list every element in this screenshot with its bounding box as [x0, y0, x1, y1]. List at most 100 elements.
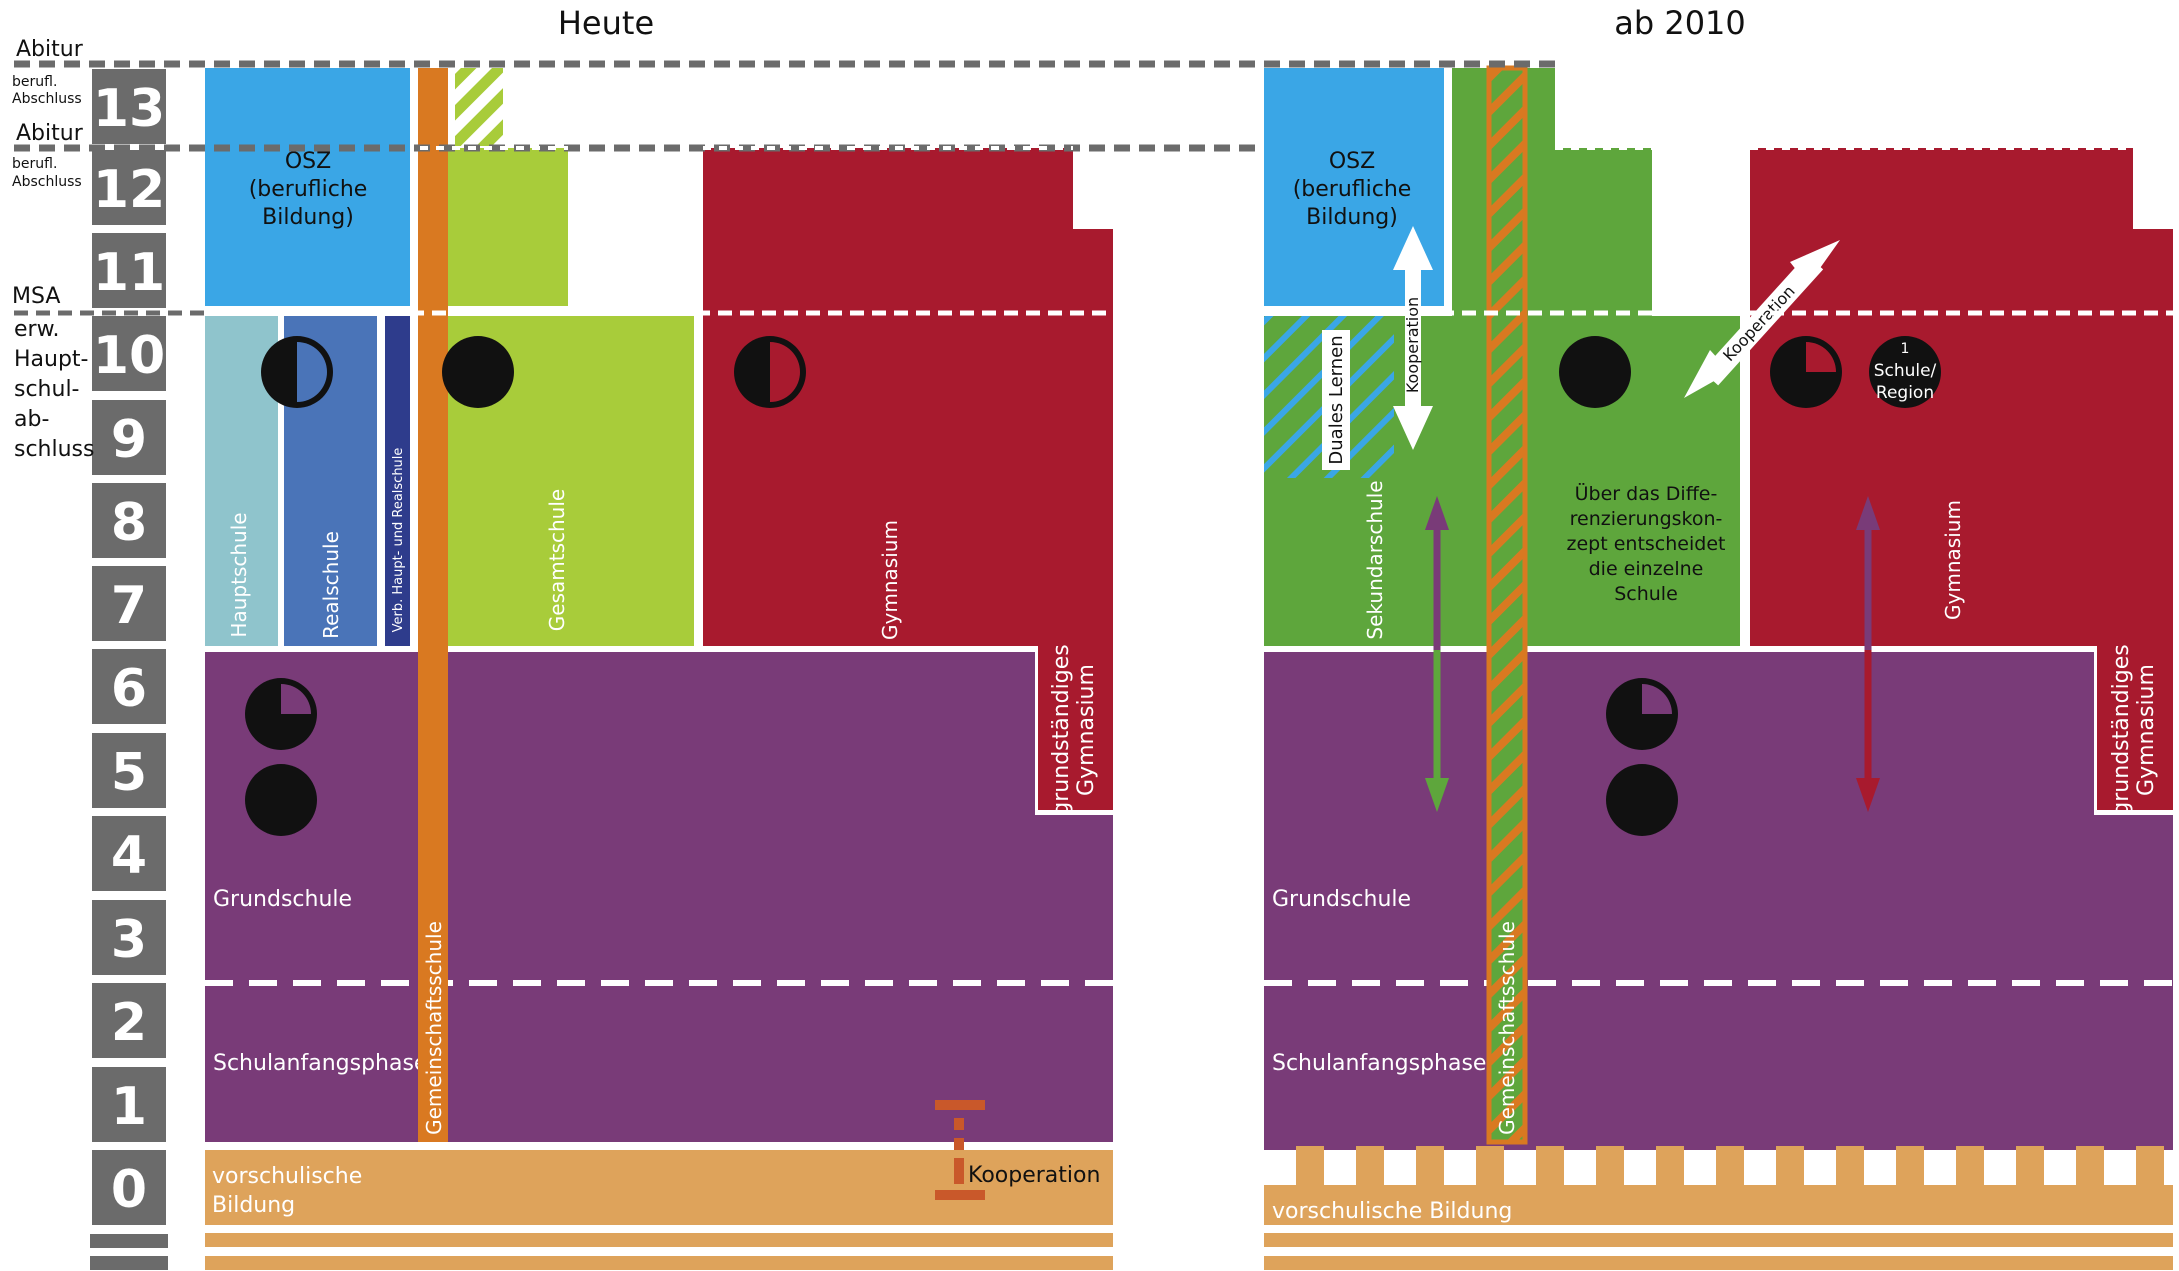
right-duales-lernen-box	[1322, 330, 1350, 470]
right-schule-region-label-1: 1	[1901, 341, 1910, 357]
right-vorschul-stripe-2	[1264, 1256, 2173, 1270]
left-osz-label-3: Bildung)	[262, 205, 354, 230]
grade-box-8	[88, 479, 170, 562]
left-circle-hauptschule-half	[261, 336, 333, 408]
grade-label-0: 0	[111, 1160, 147, 1220]
grade-label-8: 8	[111, 493, 147, 553]
right-kooperation-vertical-label: Kooperation	[1403, 297, 1422, 393]
right-schule-region-label-3: Region	[1876, 383, 1934, 403]
label-erw-2: Haupt-	[14, 347, 89, 372]
label-berufl-top-1: berufl.	[12, 74, 57, 90]
grade-box-0	[88, 1146, 170, 1229]
grade-box-12	[88, 146, 170, 229]
grade-label-6: 6	[111, 659, 147, 719]
title-heute: Heute	[558, 4, 654, 42]
right-sekundarschule-label: Sekundarschule	[1363, 480, 1387, 639]
grade-box-7	[88, 562, 170, 645]
grade-label-3: 3	[111, 910, 147, 970]
grade-column: 13 12 11 10 9 8 7 6 5 4 3 2 1 0	[88, 65, 170, 1270]
left-circle-grundschule-full	[245, 764, 317, 836]
right-diff-label-5: Schule	[1614, 583, 1678, 605]
left-vorschul-label-2: Bildung	[212, 1193, 295, 1218]
grade-box-4	[88, 812, 170, 895]
right-kooperation-diagonal-arrow	[1684, 240, 1840, 398]
grade-box-1	[88, 1063, 170, 1146]
grade-label-12: 12	[93, 160, 165, 220]
left-gymnasium-label: Gymnasium	[878, 520, 902, 640]
right-duales-lernen-label: Duales Lernen	[1326, 335, 1347, 464]
left-kooperation-label: Kooperation	[968, 1163, 1100, 1188]
grade-box-9	[88, 396, 170, 479]
right-gymnasium-transition-arrow	[1856, 496, 1880, 812]
right-circle-sekundarschule-full	[1559, 336, 1631, 408]
title-ab-2010: ab 2010	[1614, 4, 1746, 42]
right-vorschul-label: vorschulische Bildung	[1272, 1199, 1512, 1224]
left-schulanfangsphase-label: Schulanfangsphase	[213, 1051, 427, 1076]
left-gesamtschule-hatch	[455, 68, 503, 146]
label-berufl-mid-2: Abschluss	[12, 174, 82, 190]
left-verbund-label: Verb. Haupt- und Realschule	[391, 448, 406, 633]
grade-label-1: 1	[111, 1077, 147, 1137]
left-hauptschule-label: Hauptschule	[227, 512, 251, 637]
right-circle-grundschule-full	[1606, 764, 1678, 836]
left-gemeinschaftsschule-label: Gemeinschaftsschule	[422, 921, 446, 1135]
left-grundschule-label: Grundschule	[213, 887, 352, 912]
grade-stub-1	[90, 1234, 168, 1248]
left-vorschul-stripe-1	[205, 1233, 1113, 1247]
left-grundst-label-2: Gymnasium	[1074, 664, 1099, 796]
label-erw-5: schluss	[14, 437, 94, 462]
grade-label-5: 5	[111, 743, 147, 803]
right-sekundar-transition-arrow	[1425, 496, 1449, 812]
grade-box-6	[88, 645, 170, 728]
right-schule-region-label-2: Schule/	[1874, 361, 1937, 381]
right-vorschul-block	[1264, 1185, 2173, 1225]
grade-box-2	[88, 979, 170, 1062]
level-lines	[14, 60, 2173, 316]
right-kooperation-vertical-arrow	[1393, 226, 1433, 450]
diagram-heute: OSZ (berufliche Bildung) Gesamtschule Ha…	[205, 68, 1113, 1270]
grade-label-2: 2	[111, 993, 147, 1053]
left-realschule-label: Realschule	[319, 531, 343, 639]
grade-box-10	[88, 312, 170, 395]
grade-label-7: 7	[111, 576, 147, 636]
right-circle-gymnasium-quarter	[1770, 336, 1842, 408]
grade-label-11: 11	[93, 243, 165, 303]
label-abitur-mid: Abitur	[16, 121, 84, 146]
left-gesamtschule-label: Gesamtschule	[545, 489, 569, 631]
left-osz-label-2: (berufliche	[249, 177, 368, 202]
grade-label-9: 9	[111, 410, 147, 470]
right-gemeinschaftsschule-bar	[1486, 65, 1528, 1145]
right-circle-grundschule-quarter	[1606, 678, 1678, 750]
left-osz-label-1: OSZ	[285, 149, 331, 174]
right-schulanfangsphase-label: Schulanfangsphase	[1272, 1051, 1486, 1076]
diagram-ab-2010: OSZ (berufliche Bildung) Duales Lernen S…	[1264, 65, 2173, 1270]
left-verbund-block	[385, 316, 410, 646]
grade-box-11	[88, 229, 170, 312]
right-diff-label-1: Über das Diffe-	[1575, 482, 1718, 505]
right-gymnasium-label: Gymnasium	[1941, 500, 1965, 620]
left-circle-gymnasium-half	[734, 336, 806, 408]
right-vorschul-stripe-1	[1264, 1233, 2173, 1247]
grade-label-4: 4	[111, 826, 147, 886]
right-circle-schule-region	[1869, 336, 1941, 408]
left-gemeinschaftsschule-bar	[418, 68, 448, 1142]
label-berufl-mid-1: berufl.	[12, 156, 57, 172]
label-abitur-top: Abitur	[16, 37, 84, 62]
right-gemeinschaftsschule-label: Gemeinschaftsschule	[1495, 921, 1519, 1135]
left-vorschul-label-1: vorschulische	[212, 1164, 362, 1189]
right-osz-label-1: OSZ	[1329, 149, 1375, 174]
right-osz-label-2: (berufliche	[1293, 177, 1412, 202]
right-vorschul-teeth	[1296, 1146, 2164, 1186]
right-osz-label-3: Bildung)	[1306, 205, 1398, 230]
right-diff-label-2: renzierungskon-	[1570, 508, 1723, 530]
grade-label-10: 10	[93, 326, 165, 386]
left-vorschul-stripe-2	[205, 1256, 1113, 1270]
label-erw-1: erw.	[14, 317, 60, 342]
label-erw-4: ab-	[14, 407, 49, 432]
right-grundst-label-1: grundständiges	[2109, 644, 2134, 815]
grade-box-3	[88, 896, 170, 979]
label-msa: MSA	[12, 284, 60, 309]
grade-stub-2	[90, 1256, 168, 1270]
right-grundschule-label: Grundschule	[1272, 887, 1411, 912]
right-diff-label-3: zept entscheidet	[1567, 533, 1726, 555]
